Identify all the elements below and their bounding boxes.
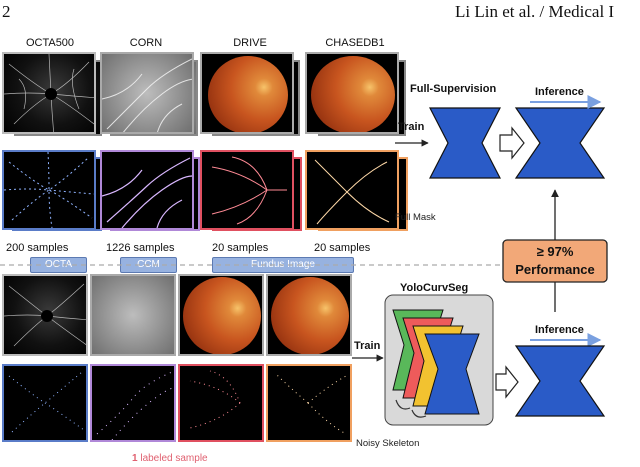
corn-image (100, 52, 194, 134)
octa-image-bottom (2, 274, 88, 356)
corn-mask-graphic (102, 157, 192, 228)
chase-fundus (311, 56, 395, 132)
yolo-loop-arrows (395, 399, 427, 418)
corn-skeleton (90, 364, 176, 442)
drive-fundus (208, 56, 288, 132)
drive-skeleton (178, 364, 264, 442)
performance-line1: ≥ 97% (536, 244, 574, 259)
chase-skeleton (266, 364, 352, 442)
page-number: 2 (2, 2, 11, 21)
dataset-title-corn: CORN (129, 37, 163, 49)
drive-image-bottom (178, 274, 264, 356)
chase-image-bottom (266, 274, 352, 356)
drive-bottom-fundus (183, 277, 261, 354)
drive-image (200, 52, 294, 134)
top-inference-label: Inference (535, 86, 584, 98)
corn-samples: 1226 samples (106, 242, 175, 254)
octa-bottom-graphic (4, 283, 86, 347)
labeled-text: labeled sample (137, 453, 208, 464)
yolo-stacked-networks (392, 309, 480, 415)
drive-samples: 20 samples (212, 242, 269, 254)
octa-mask-graphic (4, 152, 94, 228)
drive-mask-graphic (211, 156, 287, 225)
dataset-title-octa500: OCTA500 (25, 37, 75, 49)
octa-skeleton (2, 364, 88, 442)
dashed-separator (0, 264, 500, 266)
drive-mask (200, 150, 294, 230)
chase-skeleton-graphic (275, 373, 347, 435)
yolocurvseg-title: YoloCurvSeg (400, 282, 469, 294)
top-train-label: Train (398, 121, 425, 133)
octa-mask (2, 150, 96, 230)
top-network-shape (429, 107, 501, 179)
bottom-transfer-arrow (495, 365, 519, 399)
octa-skeleton-graphic (8, 371, 85, 433)
bottom-inference-label: Inference (535, 324, 584, 336)
corn-nerves-graphic (102, 58, 192, 132)
drive-skeleton-graphic (189, 370, 241, 429)
top-inference-network (514, 107, 606, 179)
corn-image-bottom (90, 274, 176, 356)
octa-samples: 200 samples (6, 242, 69, 254)
full-supervision-title: Full-Supervision (410, 83, 497, 95)
octa-vessels-graphic (4, 54, 94, 132)
full-mask-caption: Full Mask (395, 212, 436, 223)
dataset-title-drive: DRIVE (233, 37, 267, 49)
dataset-title-chasedb1: CHASEDB1 (325, 37, 385, 49)
top-transfer-arrow (499, 126, 525, 160)
labeled-sample-caption: 1 labeled sample (132, 453, 208, 464)
corn-mask (100, 150, 194, 230)
octa-image (2, 52, 96, 134)
bottom-train-label: Train (354, 340, 381, 352)
labeled-count: 1 (132, 453, 138, 464)
bottom-inference-network (514, 345, 606, 417)
noisy-skeleton-caption: Noisy Skeleton (356, 438, 420, 449)
chasedb1-samples: 20 samples (314, 242, 371, 254)
performance-line2: Performance (515, 262, 595, 277)
chase-mask-graphic (314, 159, 390, 225)
chasedb1-mask (305, 150, 399, 230)
chase-bottom-fundus (271, 277, 349, 354)
running-title: Li Lin et al. / Medical I (455, 2, 615, 21)
chasedb1-image (305, 52, 399, 134)
